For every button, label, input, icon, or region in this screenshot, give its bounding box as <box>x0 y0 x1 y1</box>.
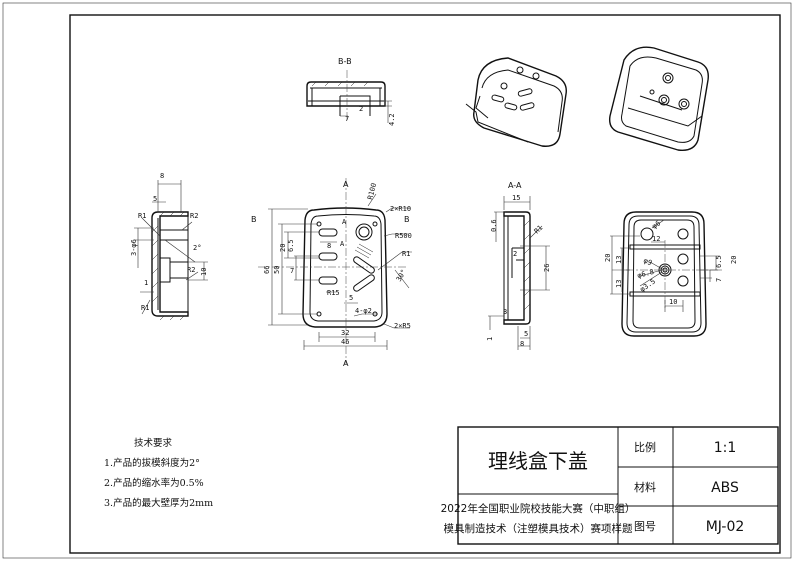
subtitle-line: 2022年全国职业院校技能大赛（中职组） <box>441 502 636 515</box>
title-block: 理线盒下盖 2022年全国职业院校技能大赛（中职组） 模具制造技术（注塑模具技术… <box>441 426 779 545</box>
dim-label: φ3.5 <box>639 277 657 293</box>
dim-label: 26 <box>543 264 551 272</box>
dim-label: 5 <box>349 294 353 302</box>
rear-view: φ6 12 20 13 13 φ9 φ6.8 φ3.5 6.5 20 7 10 <box>604 211 738 337</box>
dim-label: 2° <box>193 244 201 252</box>
dim-label: 7 <box>345 115 349 123</box>
dim-label: 66 <box>263 266 271 274</box>
dim-label: R2 <box>190 212 198 220</box>
requirements-heading: 技术要求 <box>134 437 173 449</box>
dim-label: 8 <box>327 242 331 250</box>
dim-label: 20 <box>730 256 738 264</box>
technical-requirements: 技术要求 1.产品的拔模斜度为2° 2.产品的缩水率为0.5% 3.产品的最大壁… <box>104 437 213 509</box>
dim-label: 20 <box>279 244 287 252</box>
dim-label: R1 <box>402 250 410 258</box>
section-label: B-B <box>338 57 352 66</box>
inner-frame <box>69 14 781 554</box>
dim-label: 3-φ6 <box>130 239 138 256</box>
dim-label: 7 <box>290 267 294 275</box>
dim-label: 6.5 <box>287 239 295 252</box>
dim-label: 6.5 <box>715 255 723 268</box>
front-view: R100 2×R10 R500 R1 30° R15 5 4-φ2 2×R5 3… <box>251 178 412 368</box>
dim-label: 20 <box>604 254 612 262</box>
dim-label: 4-φ2 <box>355 307 372 315</box>
requirement-item: 2.产品的缩水率为0.5% <box>104 477 204 489</box>
dim-label: 13 <box>615 280 623 288</box>
dim-label: 8 <box>160 172 164 180</box>
section-a-a-view: A-A 15 0.6 R1 2 26 3 1 5 8 <box>486 181 551 350</box>
isometric-view-bottom <box>608 46 709 151</box>
side-view: 8 5 R1 R2 2° 3-φ6 R2 10 1 R1 <box>130 172 208 321</box>
section-marker: B <box>404 215 410 224</box>
dim-label: 10 <box>200 268 208 276</box>
section-marker: A <box>343 359 349 368</box>
scale-value: 1:1 <box>714 440 737 456</box>
material-label: 材料 <box>634 480 656 494</box>
dim-label: 2×R10 <box>390 205 411 213</box>
dim-label: 46 <box>341 338 349 346</box>
section-marker: A <box>342 218 347 226</box>
dim-label: 30° <box>395 268 408 283</box>
dim-label: 15 <box>512 194 520 202</box>
section-marker: B <box>251 215 257 224</box>
dim-label: R1 <box>138 212 146 220</box>
subtitle-line: 模具制造技术（注塑模具技术）赛项样题 <box>444 522 633 535</box>
dim-label: 3 <box>503 308 507 316</box>
dim-label: 2 <box>513 250 517 258</box>
dim-label: R1 <box>533 224 545 236</box>
dim-label: 2×R5 <box>394 322 411 330</box>
requirement-item: 1.产品的拔模斜度为2° <box>104 457 200 469</box>
dim-label: 1 <box>144 279 148 287</box>
dim-label: R2 <box>187 266 195 274</box>
material-value: ABS <box>711 480 739 496</box>
requirement-item: 3.产品的最大壁厚为2mm <box>104 497 213 509</box>
dim-label: 5 <box>153 195 157 203</box>
dim-label: 8 <box>520 340 524 348</box>
section-label: A-A <box>508 181 522 190</box>
dim-label: R500 <box>395 232 412 240</box>
dim-label: 2 <box>359 105 363 113</box>
dim-label: 5 <box>524 330 528 338</box>
section-marker: A <box>340 240 345 248</box>
dim-label: 32 <box>341 329 349 337</box>
isometric-view-top <box>465 57 567 147</box>
dim-label: φ9 <box>642 257 653 268</box>
dim-label: 12 <box>652 235 660 243</box>
drawing-number-value: MJ-02 <box>706 519 745 535</box>
part-name: 理线盒下盖 <box>488 449 588 473</box>
dim-label: φ6 <box>651 219 663 230</box>
dim-label: 0.6 <box>490 219 498 232</box>
dim-label: 50 <box>273 266 281 274</box>
section-marker: A <box>343 180 349 189</box>
dim-label: 1 <box>486 337 494 341</box>
scale-label: 比例 <box>634 440 656 454</box>
dim-label: 4.2 <box>388 113 396 126</box>
dim-label: 7 <box>715 278 723 282</box>
drawing-number-label: 图号 <box>634 520 656 533</box>
dim-label: R1 <box>141 304 149 312</box>
dim-label: 13 <box>615 256 623 264</box>
dim-label: R100 <box>366 182 378 200</box>
section-b-b-view: B-B 7 2 4.2 <box>306 57 396 126</box>
dim-label: 10 <box>669 298 677 306</box>
dim-label: R15 <box>327 289 340 297</box>
